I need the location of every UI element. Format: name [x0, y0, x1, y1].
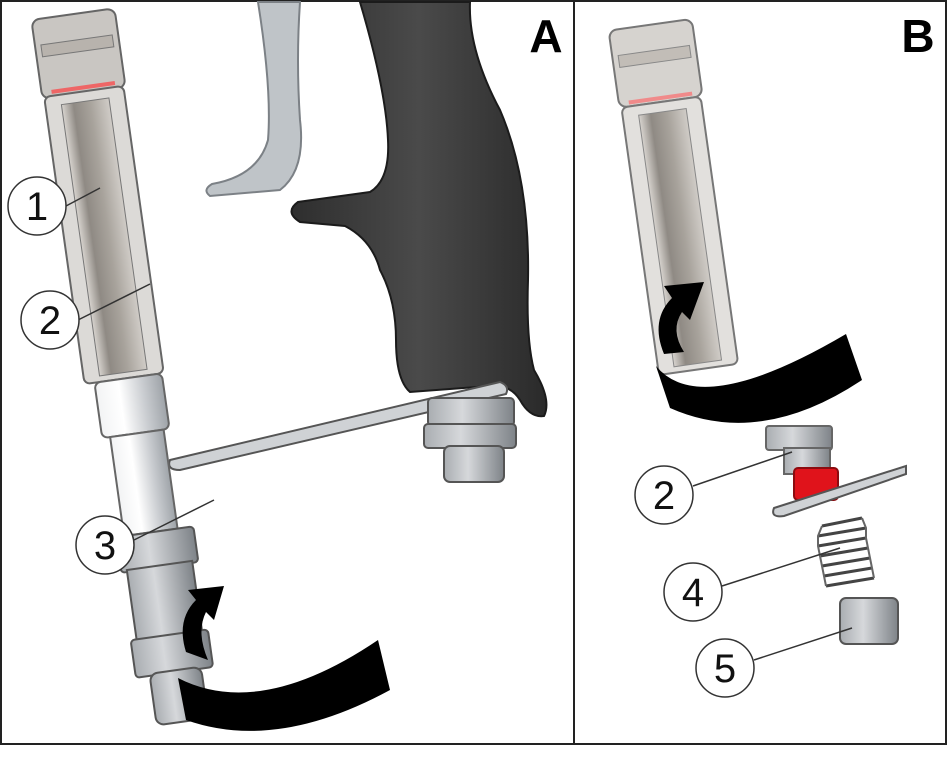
- callout-label: 4: [682, 571, 704, 615]
- bracket-plate-b: [772, 464, 907, 518]
- panel-a: 1 2 3 A: [7, 0, 563, 731]
- callout-label: 2: [39, 299, 61, 343]
- callout-b-2: 2: [634, 451, 793, 525]
- rotation-arrow-a: [178, 586, 390, 731]
- panel-label-b: B: [901, 10, 934, 62]
- filter-assembly-b: [608, 18, 739, 376]
- callout-a-3: 3: [75, 499, 215, 575]
- callout-b-5: 5: [695, 627, 853, 698]
- callout-label: 2: [653, 474, 675, 518]
- callout-label: 1: [26, 185, 48, 229]
- callout-b-4: 4: [663, 547, 841, 622]
- valve-body-b: [765, 425, 839, 501]
- rotation-arrow-b: [656, 282, 862, 423]
- callout-a-2: 2: [20, 283, 151, 350]
- callout-a-1: 1: [7, 176, 101, 236]
- grip-fitting: [423, 397, 517, 483]
- spring: [817, 516, 875, 588]
- outer-frame: [0, 0, 947, 745]
- callout-label: 3: [94, 524, 116, 568]
- panel-label-a: A: [529, 10, 562, 62]
- trigger-shape: [205, 0, 303, 198]
- panel-b: 2 4 5 B: [608, 10, 935, 698]
- gun-grip-shape: [290, 1, 548, 418]
- valve-cap: [839, 597, 899, 645]
- callout-label: 5: [714, 647, 736, 691]
